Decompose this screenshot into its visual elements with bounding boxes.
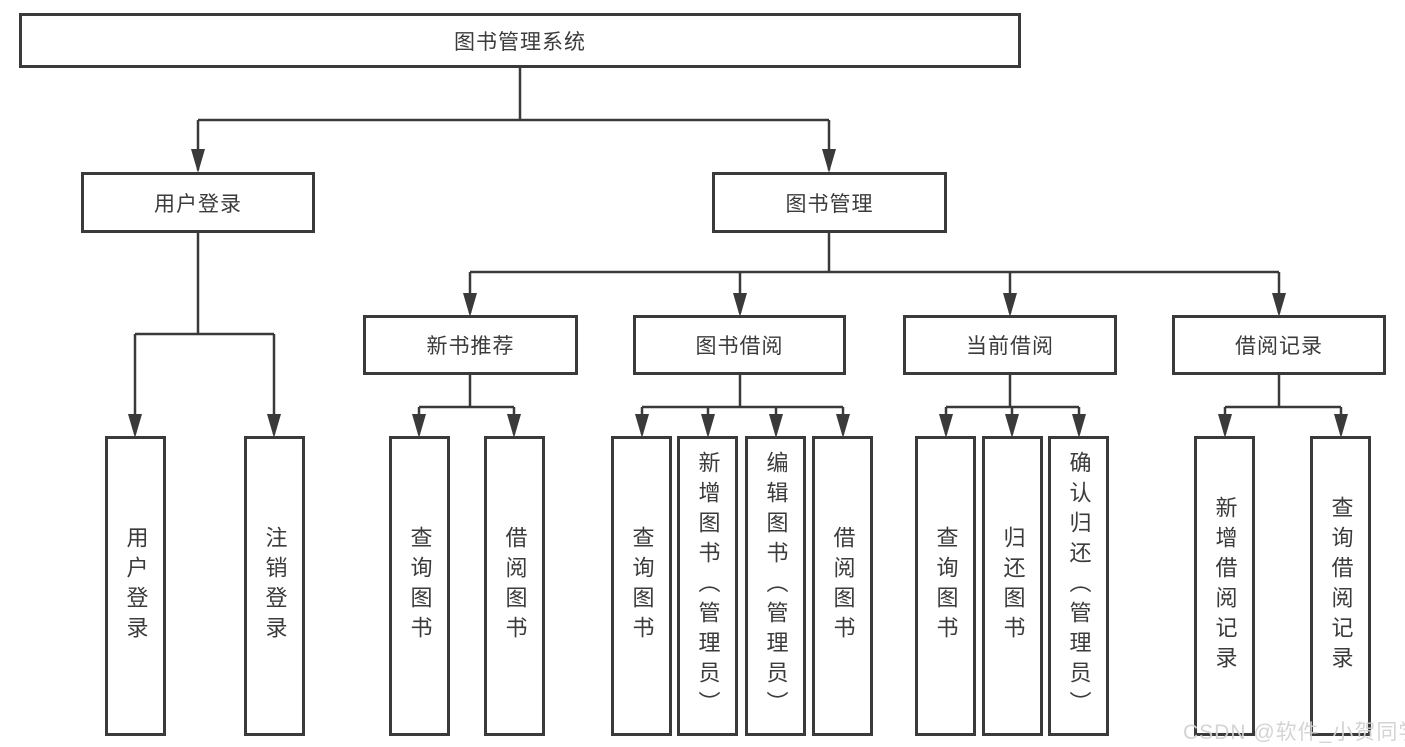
node-library-management-system: 图书管理系统 — [19, 13, 1021, 68]
node-label: 当前借阅 — [966, 335, 1054, 358]
leaf-return-books: 归还图书 — [982, 436, 1043, 736]
node-book-borrowing: 图书借阅 — [633, 315, 846, 375]
leaf-edit-book-admin: 编辑图书（管理员） — [745, 436, 806, 736]
leaf-logout: 注销登录 — [244, 436, 305, 736]
node-label: 注销登录 — [262, 526, 288, 646]
leaf-query-borrow-record: 查询借阅记录 — [1310, 436, 1371, 736]
node-label: 图书借阅 — [695, 335, 784, 358]
node-label: 确认归还（管理员） — [1066, 451, 1092, 721]
node-user-login: 用户登录 — [81, 172, 315, 233]
leaf-user-login: 用户登录 — [105, 436, 166, 736]
node-label: 查询借阅记录 — [1328, 496, 1354, 676]
watermark: CSDN @软件_小贺同学 — [1183, 721, 1405, 744]
node-label: 借阅图书 — [830, 526, 856, 646]
node-label: 编辑图书（管理员） — [763, 451, 789, 721]
leaf-query-books-1: 查询图书 — [389, 436, 450, 736]
node-label: 新增借阅记录 — [1212, 496, 1238, 676]
node-book-management: 图书管理 — [712, 172, 947, 233]
node-label: 新增图书（管理员） — [695, 451, 721, 721]
node-label: 借阅记录 — [1235, 335, 1323, 358]
leaf-add-borrow-record: 新增借阅记录 — [1194, 436, 1255, 736]
node-label: 归还图书 — [1000, 526, 1026, 646]
node-borrowing-records: 借阅记录 — [1172, 315, 1386, 375]
node-label: 新书推荐 — [426, 335, 515, 358]
node-label: 图书管理系统 — [454, 30, 586, 54]
node-label: 查询图书 — [407, 526, 433, 646]
node-current-borrowing: 当前借阅 — [903, 315, 1117, 375]
node-label: 借阅图书 — [502, 526, 528, 646]
node-label: 查询图书 — [933, 526, 959, 646]
leaf-query-books-2: 查询图书 — [611, 436, 672, 736]
node-label: 图书管理 — [785, 192, 874, 216]
leaf-borrow-books-1: 借阅图书 — [484, 436, 545, 736]
leaf-add-book-admin: 新增图书（管理员） — [677, 436, 738, 736]
leaf-query-books-3: 查询图书 — [915, 436, 976, 736]
node-label: 用户登录 — [154, 192, 242, 216]
node-label: 查询图书 — [629, 526, 655, 646]
leaf-borrow-books-2: 借阅图书 — [812, 436, 873, 736]
node-new-book-recommendation: 新书推荐 — [363, 315, 578, 375]
node-label: 用户登录 — [123, 526, 149, 646]
leaf-confirm-return-admin: 确认归还（管理员） — [1048, 436, 1109, 736]
